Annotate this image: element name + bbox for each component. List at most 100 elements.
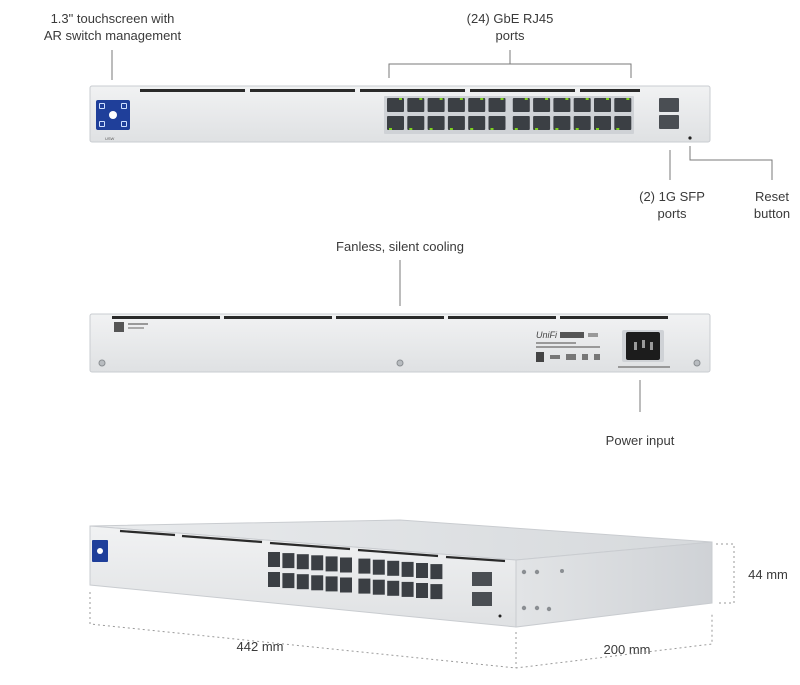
power-input-label: Power input	[605, 433, 675, 448]
rj45-port[interactable]	[387, 116, 404, 130]
port-led	[459, 98, 463, 100]
rj45-port[interactable]	[468, 98, 486, 112]
rj45-port[interactable]	[573, 98, 591, 112]
screen-icon	[121, 121, 127, 127]
perspective-rj45-ports	[268, 552, 443, 600]
dimension-guides	[89, 543, 735, 669]
rj45-port[interactable]	[427, 98, 445, 112]
port-led	[585, 98, 589, 100]
perspective-rj45-port[interactable]	[372, 579, 385, 595]
perspective-rj45-port[interactable]	[416, 583, 428, 598]
sfp-port[interactable]	[659, 115, 679, 129]
rj45-port[interactable]	[553, 116, 571, 130]
rj45-port[interactable]	[488, 116, 506, 130]
port-led	[575, 128, 579, 130]
port-led	[389, 128, 392, 130]
rj45-port[interactable]	[614, 98, 632, 112]
rj45-port[interactable]	[594, 98, 611, 112]
rj45-port[interactable]	[533, 98, 551, 112]
perspective-sfp-port[interactable]	[472, 592, 492, 606]
port-led	[419, 98, 423, 100]
perspective-rj45-port[interactable]	[296, 574, 309, 590]
perspective-rj45-port[interactable]	[268, 572, 280, 587]
width-dimension-label: 442 mm	[236, 639, 284, 654]
port-led	[439, 98, 443, 100]
screen-icon	[99, 103, 105, 109]
screen-icon	[99, 121, 105, 127]
port-led	[470, 128, 474, 130]
rj45-port[interactable]	[512, 116, 530, 130]
perspective-rj45-port[interactable]	[296, 554, 309, 570]
sfp-port[interactable]	[659, 98, 679, 112]
rj45-port[interactable]	[573, 116, 591, 130]
rj45-port[interactable]	[427, 116, 445, 130]
back-screws	[98, 359, 701, 367]
perspective-rj45-port[interactable]	[387, 560, 400, 576]
rj45-port[interactable]	[407, 116, 425, 130]
port-led	[555, 128, 559, 130]
rj45-port[interactable]	[468, 116, 486, 130]
perspective-rj45-port[interactable]	[325, 576, 338, 592]
perspective-rj45-port[interactable]	[340, 557, 352, 573]
perspective-rj45-port[interactable]	[372, 559, 385, 575]
reset-button-label: Reset button	[753, 189, 791, 221]
perspective-rj45-port[interactable]	[358, 558, 371, 574]
screen-center-icon	[109, 111, 117, 119]
back-view: UniFi	[89, 260, 711, 412]
cooling-label: Fanless, silent cooling	[336, 239, 464, 254]
perspective-rj45-port[interactable]	[268, 552, 280, 567]
perspective-rj45-port[interactable]	[416, 563, 428, 578]
rj45-port[interactable]	[447, 98, 465, 112]
port-led	[449, 128, 453, 130]
qr-code	[114, 322, 124, 332]
rj45-port-block	[384, 96, 634, 134]
perspective-rj45-port[interactable]	[430, 564, 443, 580]
perspective-rj45-port[interactable]	[387, 580, 400, 596]
rj45-ports-label: (24) GbE RJ45 ports	[466, 11, 554, 43]
rj45-port[interactable]	[553, 98, 571, 112]
rj45-port[interactable]	[407, 98, 425, 112]
perspective-view	[89, 519, 735, 669]
perspective-rj45-port[interactable]	[282, 553, 295, 569]
rj45-port[interactable]	[533, 116, 551, 130]
perspective-rj45-port[interactable]	[340, 577, 352, 593]
port-led	[514, 128, 518, 130]
perspective-rj45-port[interactable]	[311, 575, 324, 591]
port-led	[626, 98, 630, 100]
rj45-bracket	[388, 50, 632, 78]
perspective-sfp-port[interactable]	[472, 572, 492, 586]
port-led	[545, 98, 549, 100]
rj45-port[interactable]	[488, 98, 506, 112]
port-led	[429, 128, 433, 130]
rj45-port[interactable]	[512, 98, 530, 112]
height-dimension-label: 44 mm	[748, 567, 788, 582]
perspective-rj45-port[interactable]	[430, 584, 443, 600]
port-led	[524, 98, 528, 100]
perspective-rj45-port[interactable]	[282, 573, 295, 589]
rj45-port[interactable]	[614, 116, 632, 130]
touchscreen[interactable]	[96, 100, 130, 130]
regulatory-label: UniFi	[536, 330, 600, 362]
perspective-side	[515, 541, 713, 628]
port-led	[596, 128, 599, 130]
rj45-port[interactable]	[594, 116, 611, 130]
port-led	[399, 98, 402, 100]
front-top-vents	[140, 89, 640, 92]
brand-logo: UniFi	[536, 330, 558, 340]
port-led	[616, 128, 620, 130]
rj45-ports	[387, 98, 632, 130]
sfp-ports	[659, 98, 679, 129]
perspective-vents	[119, 529, 506, 563]
touchscreen-label: 1.3" touchscreen with AR switch manageme…	[43, 11, 182, 43]
port-led	[480, 98, 484, 100]
model-label: USW	[105, 136, 115, 141]
perspective-rj45-port[interactable]	[401, 561, 414, 577]
rj45-port[interactable]	[447, 116, 465, 130]
perspective-rj45-port[interactable]	[401, 581, 414, 597]
reset-button[interactable]	[688, 136, 692, 140]
rj45-port[interactable]	[387, 98, 404, 112]
perspective-rj45-port[interactable]	[325, 556, 338, 572]
perspective-rj45-port[interactable]	[358, 578, 371, 594]
perspective-rj45-port[interactable]	[311, 555, 324, 571]
